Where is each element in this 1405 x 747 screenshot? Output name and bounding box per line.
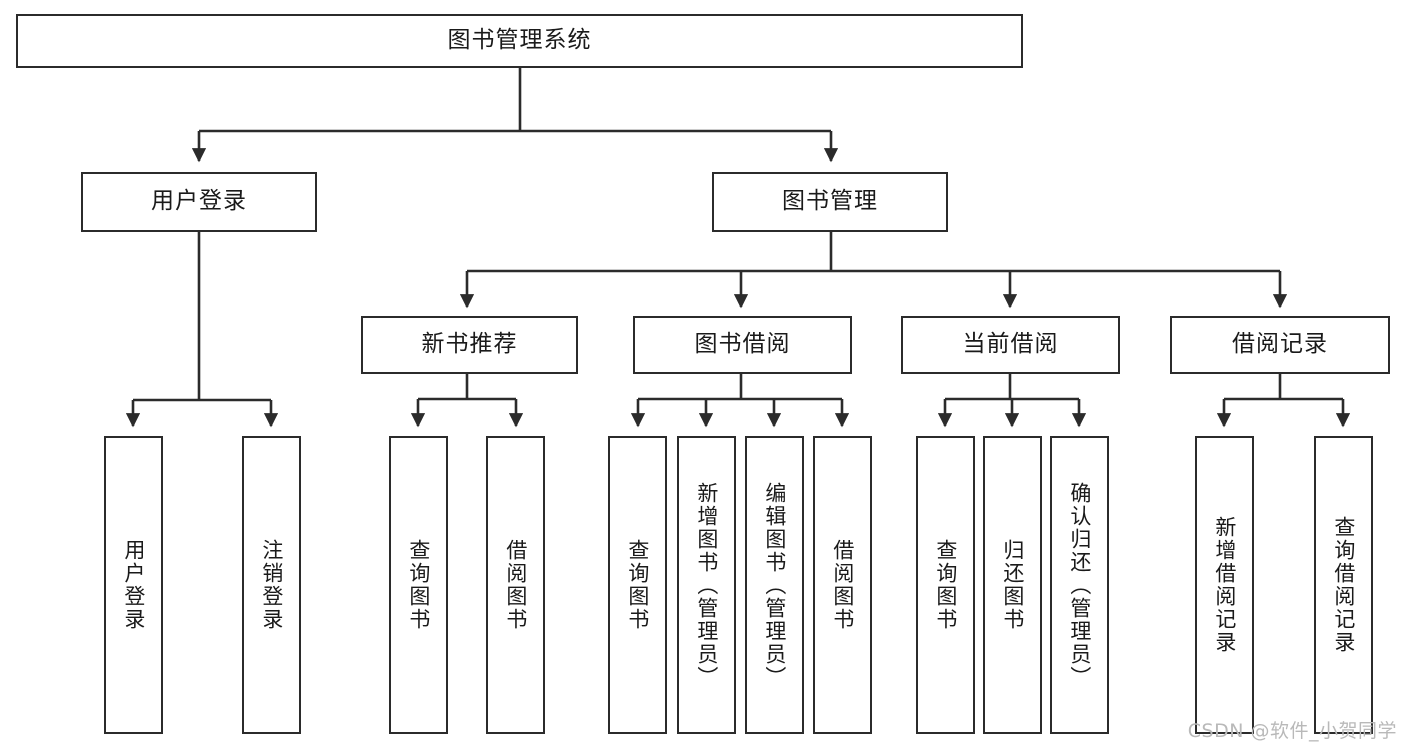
node-label: 注销登录 bbox=[259, 539, 284, 631]
leaf-current-return-book[interactable]: 归还图书 bbox=[983, 436, 1042, 734]
node-label: 借阅图书 bbox=[503, 539, 528, 631]
node-root-book-management-system[interactable]: 图书管理系统 bbox=[16, 14, 1023, 68]
node-label: 借阅记录 bbox=[1232, 331, 1328, 358]
node-borrow-record[interactable]: 借阅记录 bbox=[1170, 316, 1390, 374]
leaf-current-confirm-return-admin[interactable]: 确认归还（管理员） bbox=[1050, 436, 1109, 734]
node-new-book-recommend[interactable]: 新书推荐 bbox=[361, 316, 578, 374]
node-label: 查询借阅记录 bbox=[1331, 516, 1356, 654]
leaf-recommend-query-book[interactable]: 查询图书 bbox=[389, 436, 448, 734]
node-user-login[interactable]: 用户登录 bbox=[81, 172, 317, 232]
leaf-record-add-record[interactable]: 新增借阅记录 bbox=[1195, 436, 1254, 734]
node-label: 新增图书（管理员） bbox=[694, 481, 719, 689]
node-label: 查询图书 bbox=[933, 539, 958, 631]
leaf-user-login-logout[interactable]: 注销登录 bbox=[242, 436, 301, 734]
leaf-borrow-edit-book-admin[interactable]: 编辑图书（管理员） bbox=[745, 436, 804, 734]
node-label: 确认归还（管理员） bbox=[1067, 481, 1092, 689]
node-label: 查询图书 bbox=[625, 539, 650, 631]
leaf-user-login-login[interactable]: 用户登录 bbox=[104, 436, 163, 734]
leaf-borrow-borrow-book[interactable]: 借阅图书 bbox=[813, 436, 872, 734]
node-label: 新书推荐 bbox=[421, 331, 518, 358]
node-label: 图书管理 bbox=[782, 188, 878, 215]
leaf-recommend-borrow-book[interactable]: 借阅图书 bbox=[486, 436, 545, 734]
csdn-watermark: CSDN @软件_小贺同学 bbox=[1187, 720, 1397, 742]
node-label: 归还图书 bbox=[1000, 539, 1025, 631]
leaf-borrow-add-book-admin[interactable]: 新增图书（管理员） bbox=[677, 436, 736, 734]
node-label: 查询图书 bbox=[406, 539, 431, 631]
node-label: 新增借阅记录 bbox=[1212, 516, 1237, 654]
leaf-current-query-book[interactable]: 查询图书 bbox=[916, 436, 975, 734]
node-label: 图书管理系统 bbox=[447, 27, 592, 54]
node-label: 编辑图书（管理员） bbox=[762, 481, 787, 689]
leaf-borrow-query-book[interactable]: 查询图书 bbox=[608, 436, 667, 734]
leaf-record-query-record[interactable]: 查询借阅记录 bbox=[1314, 436, 1373, 734]
node-current-borrow[interactable]: 当前借阅 bbox=[901, 316, 1120, 374]
node-book-borrow[interactable]: 图书借阅 bbox=[633, 316, 852, 374]
node-label: 用户登录 bbox=[151, 188, 247, 215]
node-book-management[interactable]: 图书管理 bbox=[712, 172, 948, 232]
node-label: 借阅图书 bbox=[830, 539, 855, 631]
node-label: 当前借阅 bbox=[962, 331, 1059, 358]
node-label: 图书借阅 bbox=[694, 331, 791, 358]
node-label: 用户登录 bbox=[121, 539, 146, 631]
